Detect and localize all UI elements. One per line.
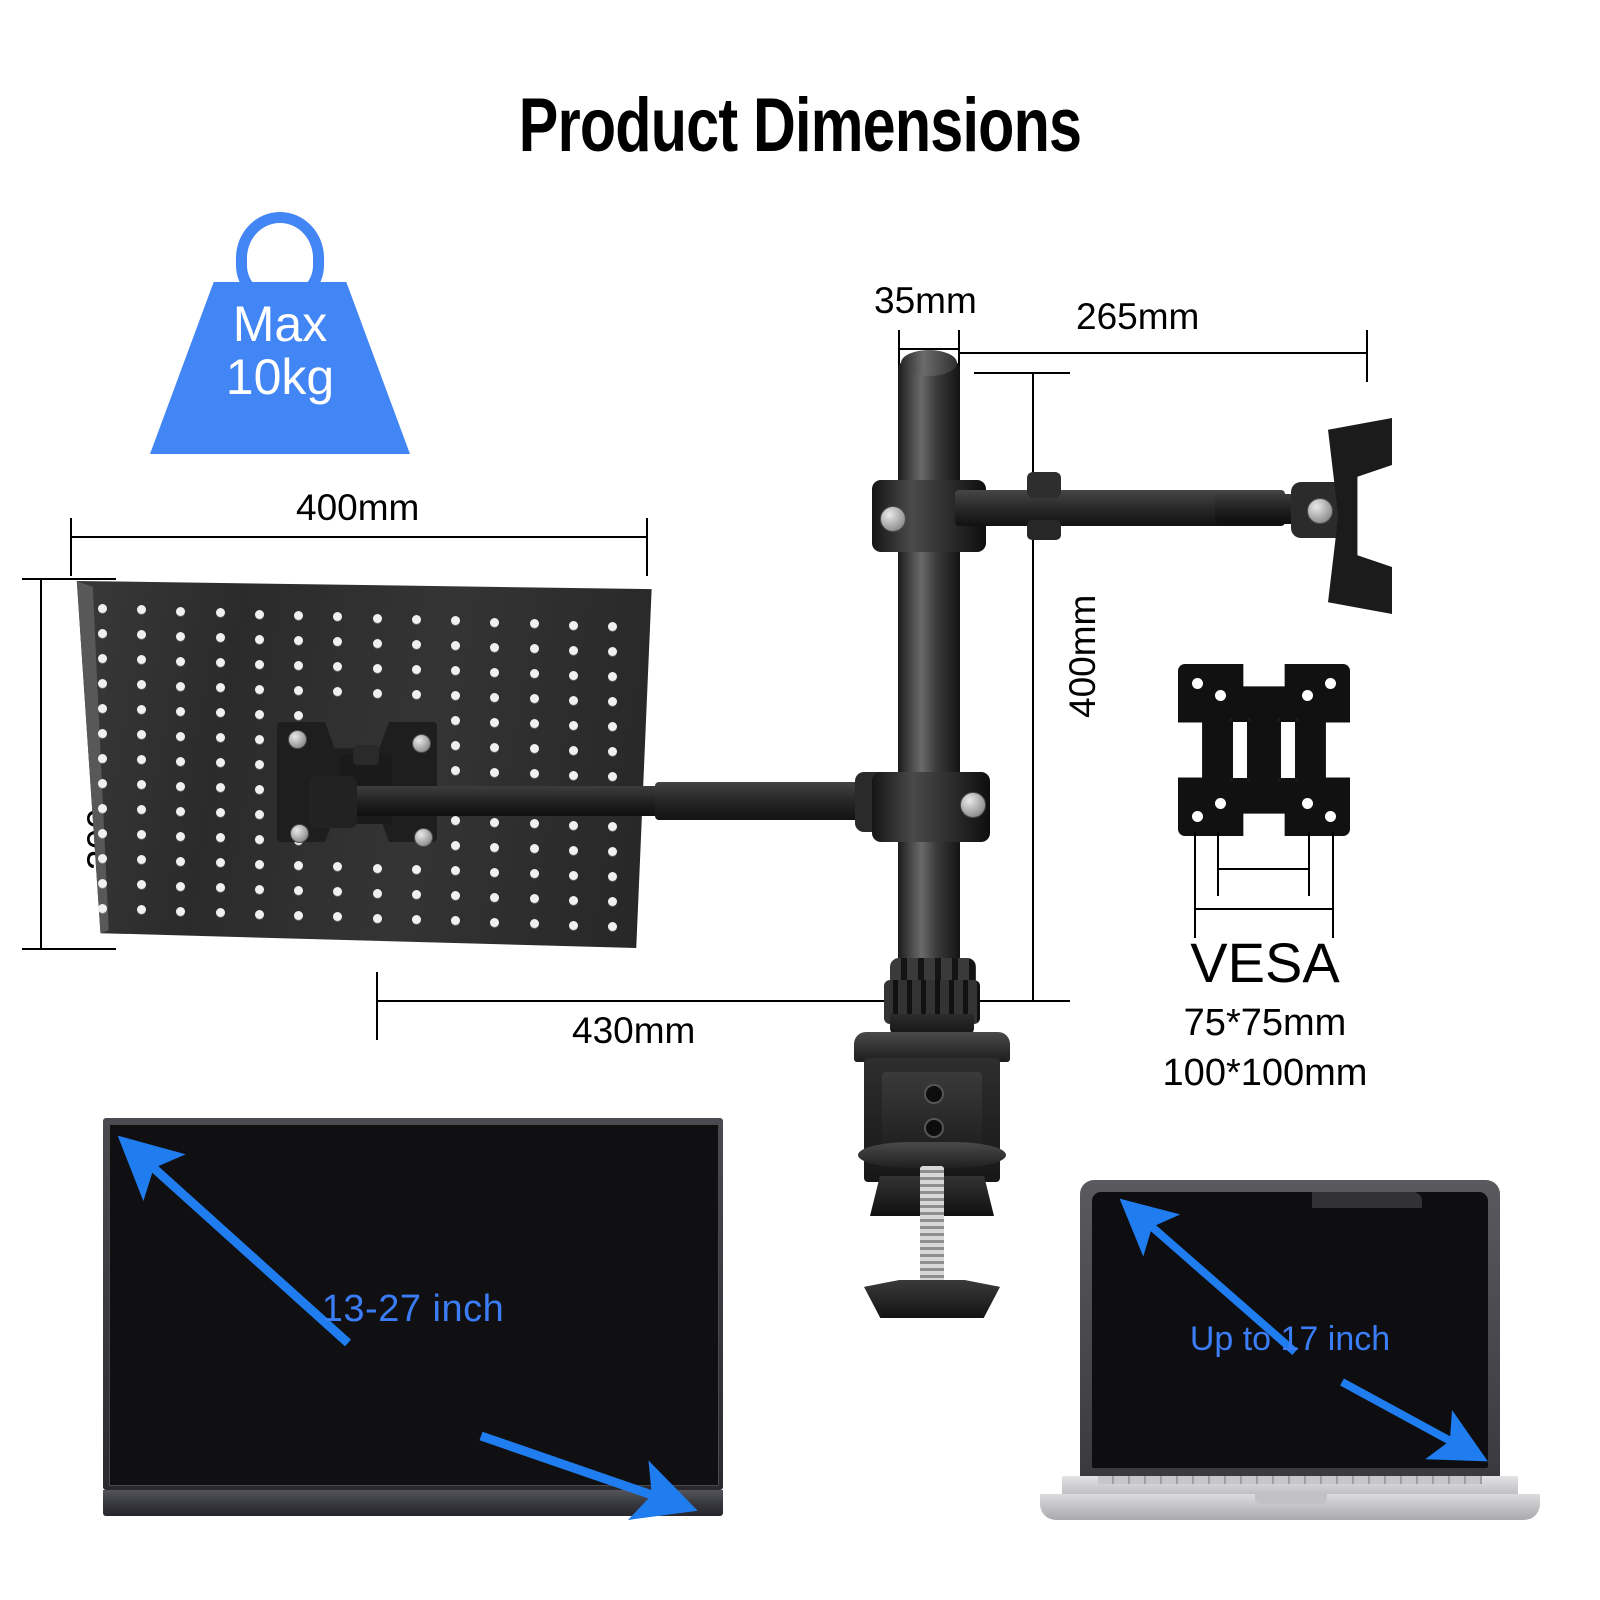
dim-line-tray-width [70,536,648,538]
clamp-wing-knob [864,1280,1000,1318]
desk-clamp [848,980,1016,1318]
monitor-illustration: 13-27 inch [103,1118,723,1530]
clamp-lip [858,1142,1006,1168]
dim-tick-pole-left [898,330,900,382]
monitor-base-strip [103,1490,723,1516]
vesa-plate-body [1178,664,1350,836]
dim-label-tray-width: 400mm [296,487,420,528]
vesa-hole-outer-tr [1325,678,1336,689]
laptop-front-notch [1255,1494,1327,1504]
laptop-tray [62,578,654,948]
weight-label-max: Max [232,296,328,352]
dim-line-arm-reach [958,352,1368,354]
upper-arm-clip-bottom [1027,520,1061,540]
lower-arm [309,772,917,832]
vesa-hole-outer-br [1325,811,1336,822]
vesa-plate [1178,664,1350,836]
weight-label-value: 10kg [225,349,335,405]
laptop-illustration: Up to 17 inch [1040,1180,1540,1540]
dim-label-arm-reach: 265mm [1076,296,1200,337]
clamp-hole-upper [924,1084,944,1104]
monitor-diagonal-arrow-icon [117,1135,698,1520]
vesa-slot-right [1278,719,1298,781]
vesa-dim-tick-outer-right [1332,832,1334,938]
pole-cap [901,350,957,376]
dim-line-tray-height [40,578,42,950]
vesa-dim-line-inner [1217,868,1310,870]
monitor-size-label: 13-27 inch [321,1288,505,1330]
vesa-hole-outer-bl [1192,811,1203,822]
dim-tick-tray-height-top [22,578,116,580]
tray-screw-bl [290,824,309,843]
vesa-caption: VESA [1190,931,1340,994]
tray-perforations [62,578,654,948]
laptop-screen-highlight [1312,1192,1422,1208]
laptop-keyboard-edge [1098,1476,1482,1484]
dim-line-pole-height [1032,372,1034,1000]
collar-screw-lower [960,792,986,818]
clamp-collar-base [890,1014,974,1036]
dim-tick-tray-width-left [70,518,72,576]
dim-tick-pole-height-bottom [974,1000,1070,1002]
vesa-hole-inner-tr [1302,690,1313,701]
max-weight-badge: Max 10kg [150,212,410,454]
vesa-hole-inner-bl [1215,798,1226,809]
clamp-threaded-screw [920,1166,944,1296]
vesa-dim-tick-inner-right [1308,832,1310,896]
vesa-dim-tick-outer-left [1194,832,1196,938]
dim-label-tray-reach: 430mm [572,1010,696,1051]
upper-arm-clip-top [1027,472,1061,498]
vesa-hole-inner-tl [1215,690,1226,701]
vesa-hole-outer-tl [1192,678,1203,689]
lower-arm-joint-left [309,776,357,828]
upper-arm [955,472,1355,540]
dim-tick-tray-width-right [646,518,648,576]
vesa-slot-left [1230,719,1250,781]
laptop-size-label: Up to 17 inch [1189,1320,1391,1358]
dim-label-pole-diameter: 35mm [874,280,977,321]
vesa-hole-inner-br [1302,798,1313,809]
vesa-dim-line-outer [1194,908,1334,910]
vertical-pole [898,350,960,1002]
tray-screw-tl [288,730,307,749]
dim-line-tray-reach [376,1000,936,1002]
vesa-size-large: 100*100mm [1162,1052,1368,1094]
collar-screw-upper [880,506,906,532]
dim-tick-arm-reach-right [1366,330,1368,382]
vesa-size-small: 75*75mm [1183,1002,1347,1044]
arm-vesa-plate [1328,418,1392,614]
dim-tick-tray-reach-left [376,972,378,1040]
monitor-screen [109,1124,719,1486]
tray-screw-br [414,828,433,847]
tray-screw-tr [412,734,431,753]
clamp-top-plate [854,1032,1010,1062]
dim-tick-pole-right [958,330,960,382]
vesa-dim-tick-inner-left [1217,832,1219,896]
dim-line-pole-diameter [898,348,960,350]
weight-text: Max 10kg [150,298,410,404]
page-title: Product Dimensions [518,83,1082,168]
upper-arm-hinge-screw [1307,498,1333,524]
dim-label-pole-height: 400mm [1062,594,1103,718]
dim-tick-pole-height-top [974,372,1070,374]
arm-vesa-head [1328,418,1392,614]
clamp-hole-lower [924,1118,944,1138]
dim-tick-tray-height-bottom [22,948,116,950]
laptop-diagonal-arrow-icon [1119,1198,1488,1462]
